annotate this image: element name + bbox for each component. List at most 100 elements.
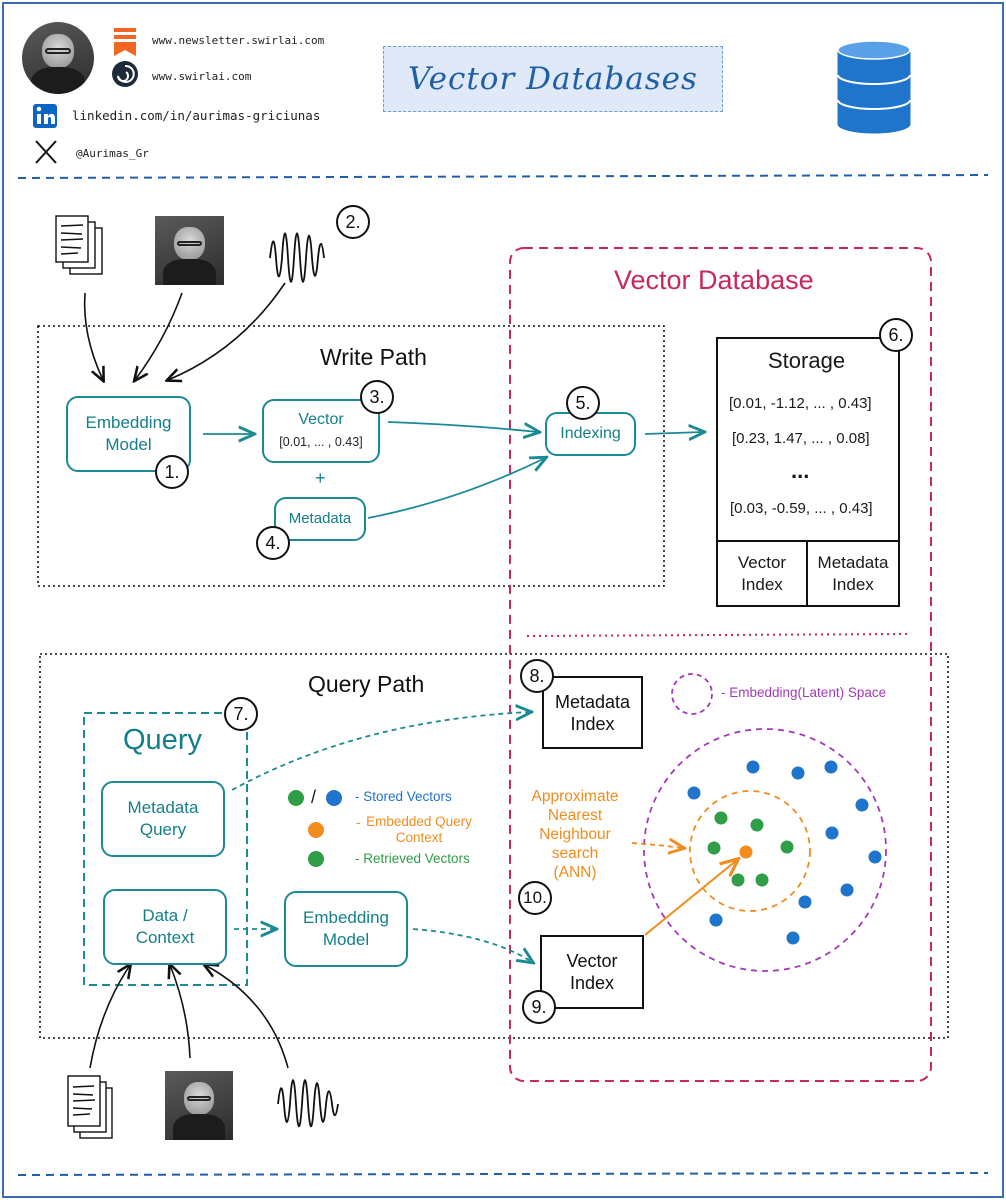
legend-stored-vectors: - Stored Vectors (355, 789, 452, 804)
metadata-index-query-line1: Metadata (554, 691, 631, 712)
embedding-to-vector-index-arrow (412, 928, 532, 962)
embedding-model-query-line2: Model (322, 930, 370, 949)
document-icon-bottom (67, 1075, 113, 1139)
legend-blue-dot (326, 790, 342, 806)
portrait-photo-top (155, 216, 224, 285)
storage-row-4: [0.03, -0.59, ... , 0.43] (730, 500, 873, 517)
storage-metadata-index-line1: Metadata (817, 553, 889, 572)
substack-icon (114, 28, 136, 56)
write-path-region (37, 325, 665, 587)
portrait-photo-bottom (165, 1071, 233, 1140)
x-icon (35, 140, 57, 164)
legend-embedded-query-line2: Context (395, 830, 443, 845)
vector-value: [0.01, ... , 0.43] (279, 435, 363, 449)
ann-line3: Neighbour (539, 826, 611, 843)
doc-to-embedding-arrow (83, 292, 103, 380)
badge-3: 3. (360, 380, 394, 414)
badge-1: 1. (155, 455, 189, 489)
badge-8: 8. (520, 659, 554, 693)
latent-space-legend-circle (671, 673, 713, 715)
title-banner: Vector Databases (383, 46, 723, 112)
swirl-icon (112, 61, 138, 87)
storage-vector-index-line1: Vector (737, 553, 787, 572)
legend-latent-space: - Embedding(Latent) Space (721, 685, 887, 700)
ann-line5: (ANN) (553, 864, 597, 881)
data-context-box: Data / Context (103, 889, 227, 965)
page-title: Vector Databases (408, 61, 698, 97)
legend-embedded-query-dash: - (356, 815, 361, 830)
badge-2: 2. (336, 205, 370, 239)
query-path-region (39, 653, 949, 1039)
ann-line2: Nearest (547, 807, 603, 824)
metadata-query-line1: Metadata (127, 798, 199, 817)
metadata-query-box: Metadata Query (101, 781, 225, 857)
query-path-title: Query Path (308, 671, 425, 697)
ann-line1: Approximate (531, 788, 619, 805)
badge-7: 7. (224, 697, 258, 731)
photo-to-context-arrow (170, 965, 191, 1059)
vector-label: Vector (298, 411, 344, 428)
metadata-to-indexing-arrow (367, 458, 545, 519)
embedding-model-write-line2: Model (105, 435, 152, 454)
vector-index-query-line2: Index (569, 973, 615, 993)
plus-sign: + (315, 468, 326, 488)
storage-row-2: [0.23, 1.47, ... , 0.08] (732, 430, 870, 447)
vector-box: Vector [0.01, ... , 0.43] (262, 399, 380, 463)
query-title: Query (123, 724, 202, 756)
website-link[interactable]: www.swirlai.com (152, 70, 252, 83)
data-context-line2: Context (135, 928, 195, 947)
query-point (739, 845, 753, 859)
legend-orange-dot (308, 822, 324, 838)
storage-title: Storage (768, 348, 846, 373)
database-icon (837, 40, 911, 134)
linkedin-link[interactable]: linkedin.com/in/aurimas-griciunas (72, 108, 321, 123)
indexing-box: Indexing (545, 412, 636, 456)
badge-4: 4. (256, 526, 290, 560)
ann-to-neighbourhood-arrow (631, 843, 683, 848)
metadata-query-line2: Query (139, 820, 187, 839)
stored-vectors (687, 760, 882, 945)
legend-embedded-query-line1: Embedded Query (366, 814, 472, 829)
newsletter-link[interactable]: www.newsletter.swirlai.com (152, 34, 325, 47)
indexing-to-storage-arrow (644, 432, 703, 434)
vector-to-indexing-arrow (387, 421, 538, 432)
metadata-query-to-index-arrow (231, 712, 530, 791)
badge-5: 5. (566, 386, 600, 420)
legend-embedded-query: Embedded Query Context (364, 814, 474, 846)
storage-vector-index-line2: Index (741, 575, 783, 594)
audio-wave-icon-bottom (277, 1079, 339, 1128)
legend-green-dot-retrieved (308, 851, 324, 867)
write-path-title: Write Path (320, 344, 427, 370)
data-context-line1: Data / (142, 906, 188, 925)
badge-6: 6. (879, 318, 913, 352)
audio-to-context-arrow (205, 965, 289, 1069)
vector-index-query-line1: Vector (566, 951, 618, 971)
badge-9: 9. (522, 990, 556, 1024)
avatar (22, 22, 94, 94)
storage-vector-index: Vector Index (717, 552, 807, 596)
linkedin-icon (33, 104, 57, 128)
vector-database-title: Vector Database (614, 265, 814, 295)
vector-index-query: Vector Index (540, 935, 644, 1009)
audio-to-embedding-arrow (168, 282, 286, 380)
document-icon-top (55, 215, 103, 275)
ann-label: Approximate Nearest Neighbour search (AN… (520, 787, 630, 882)
latent-space-circle (643, 728, 887, 972)
ann-neighbourhood-circle (689, 790, 811, 912)
storage-row-1: [0.01, -1.12, ... , 0.43] (729, 395, 872, 412)
legend-retrieved-vectors: - Retrieved Vectors (355, 851, 470, 866)
storage-metadata-index: Metadata Index (807, 552, 899, 596)
audio-wave-icon-top (269, 232, 325, 283)
photo-to-embedding-arrow (135, 292, 183, 380)
embedding-model-query-line1: Embedding (302, 908, 389, 927)
x-handle-link[interactable]: @Aurimas_Gr (76, 147, 149, 160)
header-divider (17, 174, 989, 179)
retrieved-vectors (707, 811, 794, 887)
metadata-index-query: Metadata Index (542, 676, 643, 749)
badge-10: 10. (518, 881, 552, 915)
vector-database-separator (526, 633, 911, 637)
vector-index-to-query-point-arrow (644, 860, 737, 936)
vector-database-region (509, 247, 932, 1082)
footer-divider (17, 1172, 989, 1176)
